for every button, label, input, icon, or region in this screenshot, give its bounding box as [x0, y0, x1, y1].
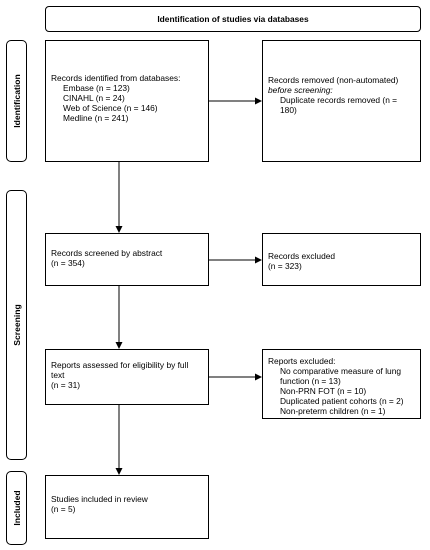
- records-removed-box: Records removed (non-automated) before s…: [262, 40, 421, 162]
- reports-excluded-heading: Reports excluded:: [268, 356, 336, 366]
- records-removed-item-cont: 180): [280, 105, 297, 115]
- studies-included-line2: (n = 5): [51, 504, 76, 514]
- reports-excluded-item: Non-preterm children (n = 1): [280, 406, 386, 416]
- reports-excluded-box: Reports excluded: No comparative measure…: [262, 349, 421, 419]
- records-removed-line1: Records removed (non-automated): [268, 75, 399, 85]
- reports-assessed-line1: Reports assessed for eligibility by full: [51, 360, 189, 370]
- records-identified-item: Medline (n = 241): [63, 113, 129, 123]
- records-excluded-line1: Records excluded: [268, 251, 336, 261]
- records-identified-item: CINAHL (n = 24): [63, 93, 125, 103]
- studies-included-box: Studies included in review (n = 5): [45, 475, 209, 539]
- reports-excluded-item: Duplicated patient cohorts (n = 2): [280, 396, 404, 406]
- records-identified-item: Embase (n = 123): [63, 83, 130, 93]
- reports-assessed-line3: (n = 31): [51, 380, 81, 390]
- reports-excluded-item-cont: function (n = 13): [280, 376, 341, 386]
- phase-identification: Identification: [6, 40, 27, 162]
- reports-excluded-item: No comparative measure of lung: [280, 366, 402, 376]
- reports-assessed-line2: text: [51, 370, 65, 380]
- diagram-title-text: Identification of studies via databases: [157, 14, 309, 24]
- records-identified-box: Records identified from databases: Embas…: [45, 40, 209, 162]
- reports-excluded-item: Non-PRN FOT (n = 10): [280, 386, 367, 396]
- records-removed-item: Duplicate records removed (n =: [280, 95, 398, 105]
- phase-included: Included: [6, 471, 27, 545]
- records-screened-box: Records screened by abstract (n = 354): [45, 233, 209, 286]
- reports-assessed-box: Reports assessed for eligibility by full…: [45, 349, 209, 405]
- records-removed-line2: before screening:: [268, 85, 333, 95]
- records-screened-line1: Records screened by abstract: [51, 248, 163, 258]
- records-identified-heading: Records identified from databases:: [51, 73, 181, 83]
- studies-included-line1: Studies included in review: [51, 494, 148, 504]
- diagram-title: Identification of studies via databases: [45, 6, 421, 32]
- records-excluded-line2: (n = 323): [268, 261, 302, 271]
- records-identified-item: Web of Science (n = 146): [63, 103, 158, 113]
- records-screened-line2: (n = 354): [51, 258, 85, 268]
- phase-screening: Screening: [6, 190, 27, 460]
- records-excluded-box: Records excluded (n = 323): [262, 233, 421, 286]
